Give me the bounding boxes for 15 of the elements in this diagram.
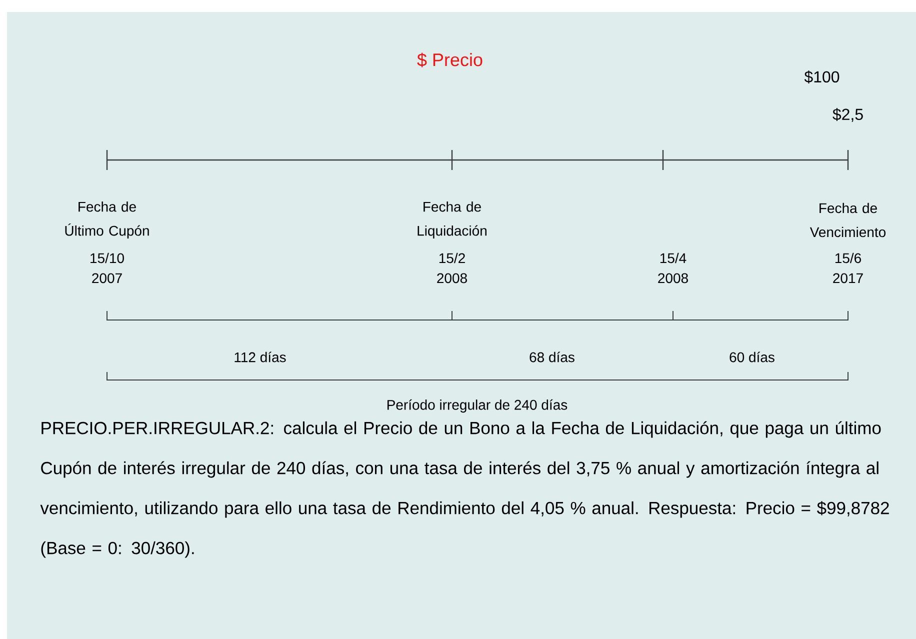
duration-label: 68 días <box>530 352 574 362</box>
date-label: 15/6 2017 <box>833 252 863 284</box>
duration-label: Período irregular de 240 días <box>387 399 568 413</box>
amount-label: $100 <box>804 70 840 84</box>
date-label: 15/4 2008 <box>658 252 688 284</box>
date-label: 15/2 2008 <box>437 252 467 284</box>
amount-label: $2,5 <box>832 108 863 122</box>
date-caption: Fecha de Último Cupón <box>65 201 149 239</box>
date-label: 15/10 2007 <box>90 252 124 284</box>
date-caption: Fecha de Liquidación <box>418 201 486 239</box>
date-caption: Fecha de Vencimiento <box>810 202 886 238</box>
duration-label: 60 días <box>730 352 774 362</box>
duration-label: 112 días <box>234 352 286 362</box>
description-text: PRECIO.PER.IRREGULAR.2: calcula el Precio de un Bono a la Fecha de Liquidación, que paga un último Cupón de interés irregular de 240 días, con una tasa de interés del 3,75 % anual y amortización íntegra al vencimiento, utilizando para ello una tasa de Rendimiento del 4,05 % anual. Respuesta: Precio = $99,8782 (Base = 0: 30/360). <box>40 421 889 558</box>
price-label: $ Precio <box>417 52 482 68</box>
